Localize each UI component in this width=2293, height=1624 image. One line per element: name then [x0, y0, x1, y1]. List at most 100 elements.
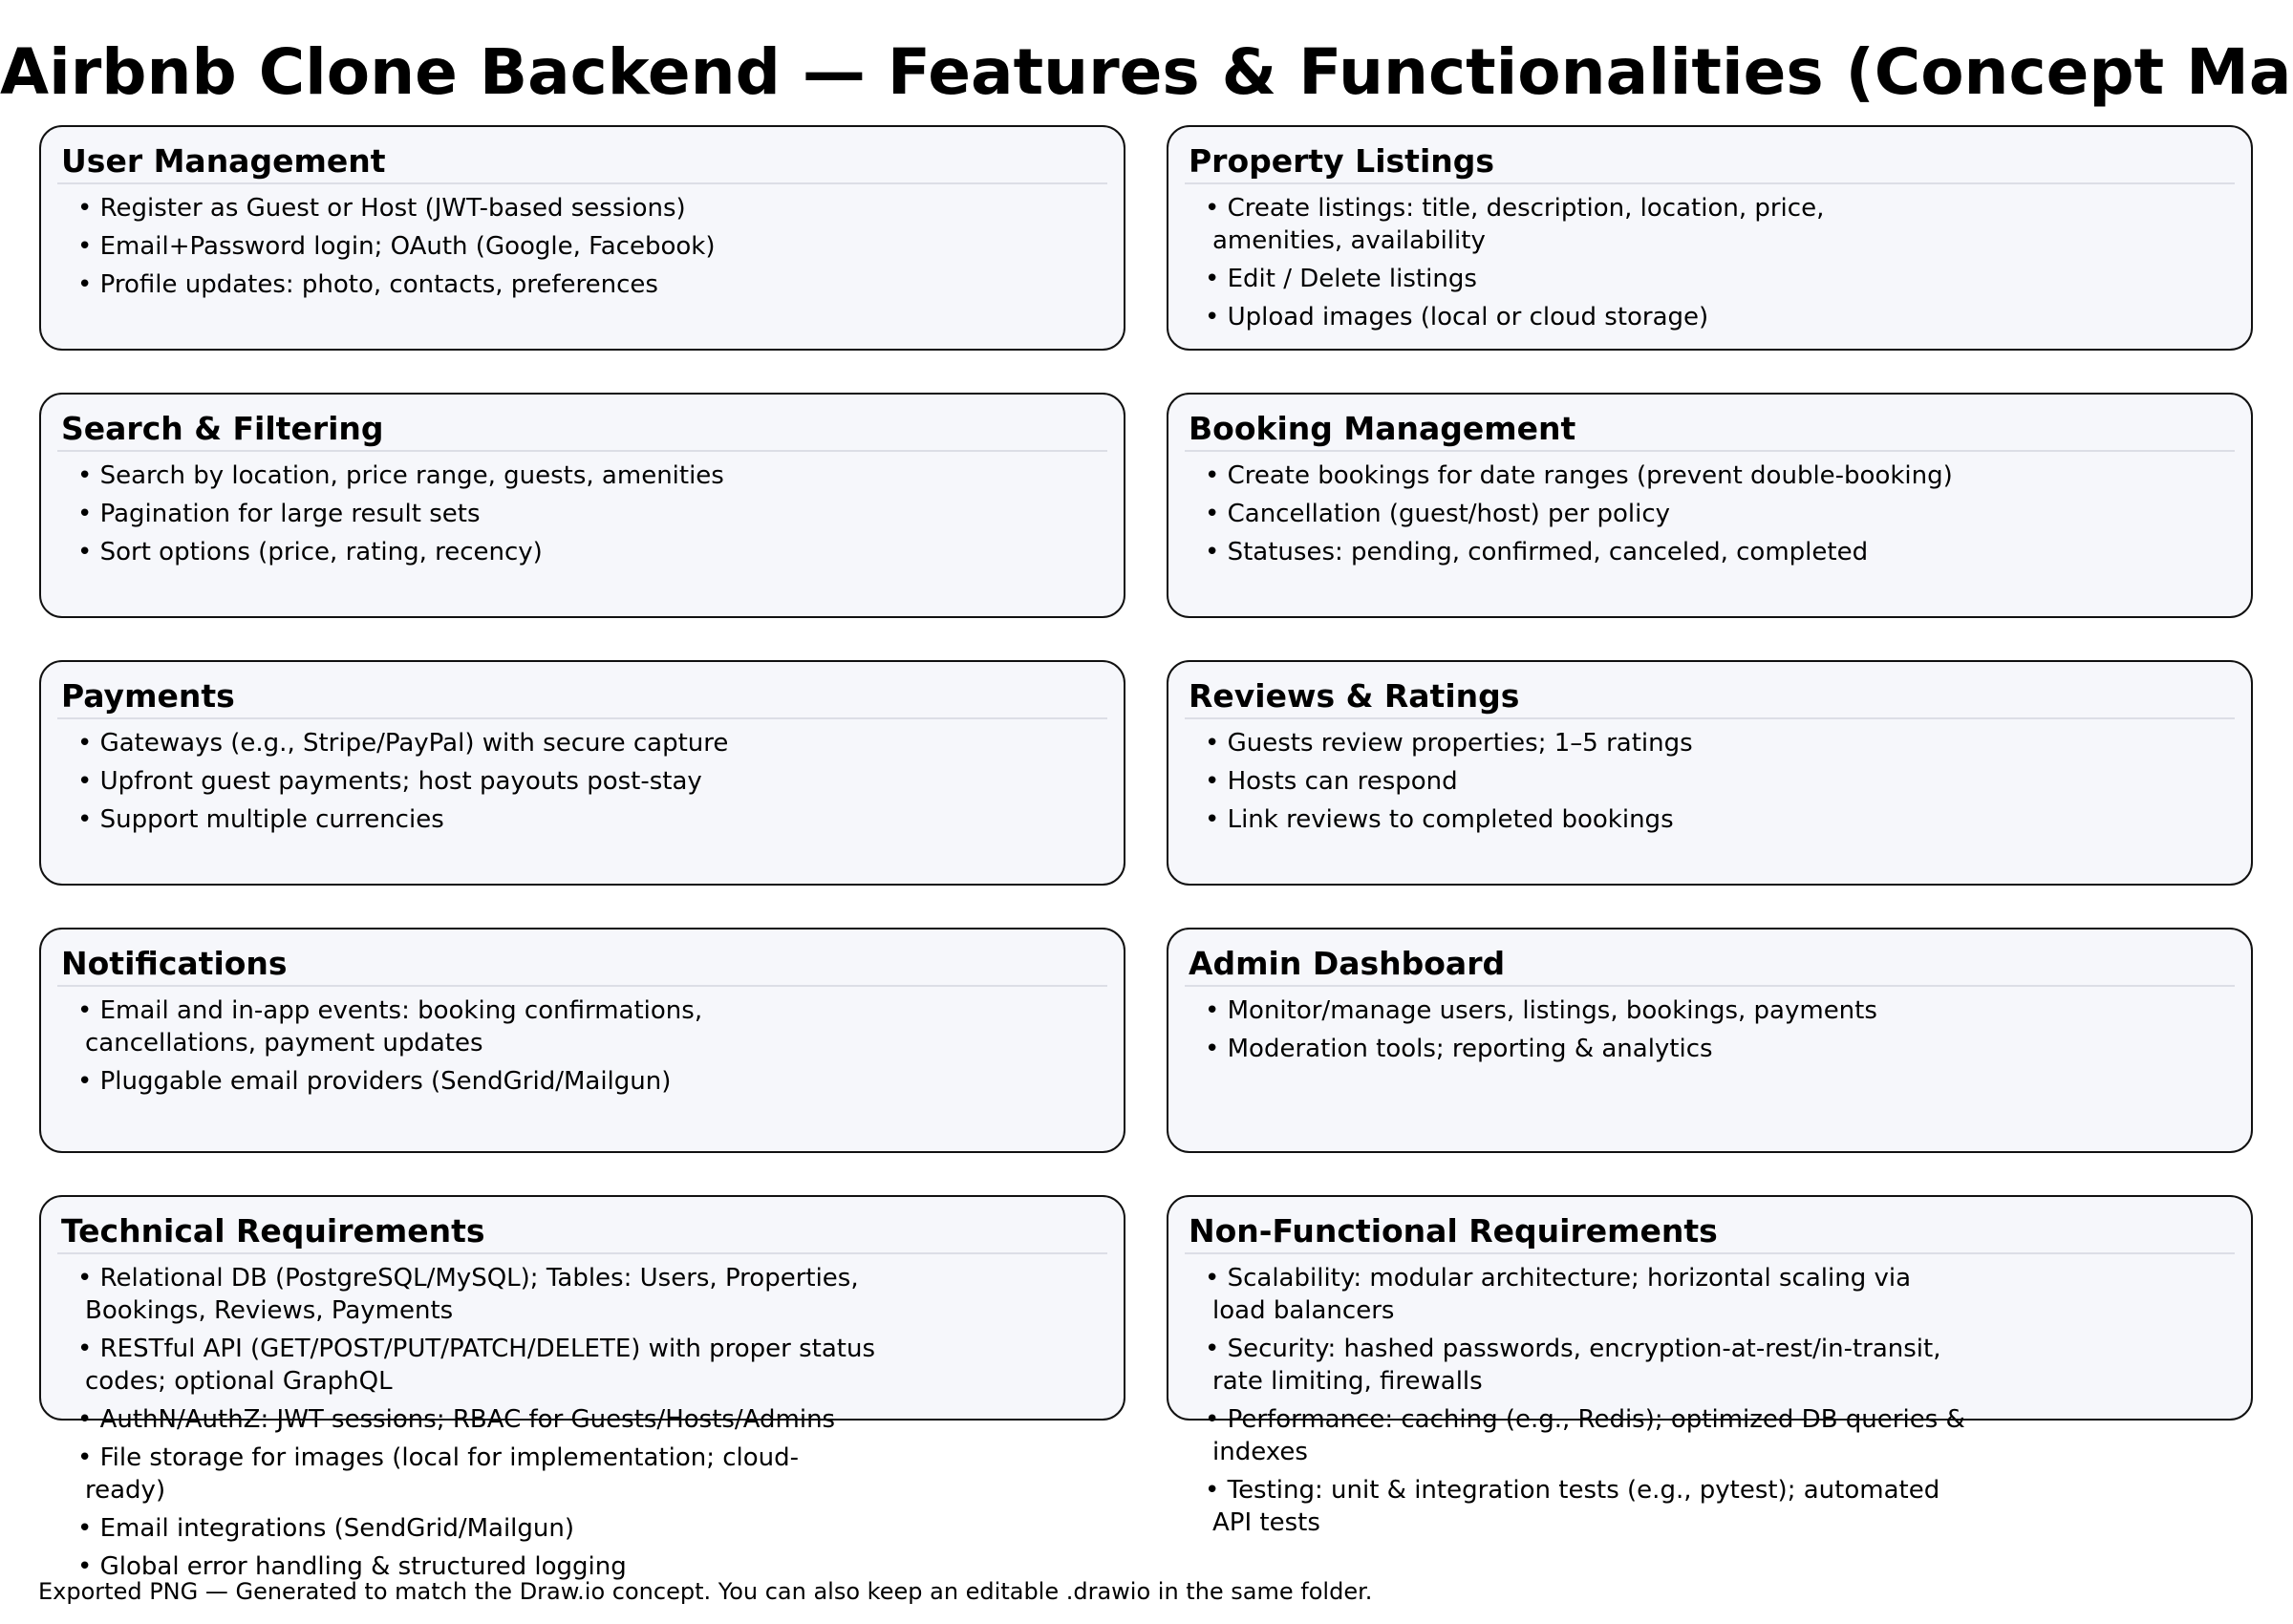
bullet-item: • Sort options (price, rating, recency): [77, 536, 724, 568]
card-booking-management: Booking Management • Create bookings for …: [1167, 393, 2253, 618]
bullet-text: • Monitor/manage users, listings, bookin…: [1205, 996, 1877, 1025]
card-divider: [57, 450, 1107, 452]
bullet-text: • Support multiple currencies: [77, 805, 444, 834]
bullet-text: • Edit / Delete listings: [1205, 265, 1477, 293]
bullet-text: • Create listings: title, description, l…: [1205, 194, 1825, 223]
bullet-item: • Search by location, price range, guest…: [77, 459, 724, 492]
card-title: Reviews & Ratings: [1189, 677, 1520, 715]
bullet-text-continued: amenities, availability: [1212, 226, 1486, 255]
bullet-text: • Upload images (local or cloud storage): [1205, 303, 1709, 331]
bullet-item: • Guests review properties; 1–5 ratings: [1205, 727, 1693, 759]
bullet-item: • Profile updates: photo, contacts, pref…: [77, 268, 715, 301]
card-non-functional-requirements: Non-Functional Requirements• Scalability…: [1167, 1195, 2253, 1537]
bullet-item: • Support multiple currencies: [77, 803, 728, 836]
bullet-item: • File storage for images (local for imp…: [77, 1442, 875, 1506]
card-divider: [1185, 450, 2235, 452]
bullet-list: • Relational DB (PostgreSQL/MySQL); Tabl…: [77, 1262, 875, 1589]
card-divider: [57, 1252, 1107, 1254]
card-title: Admin Dashboard: [1189, 945, 1506, 982]
bullet-item: • Create bookings for date ranges (preve…: [1205, 459, 1953, 492]
bullet-text-continued: API tests: [1212, 1508, 1320, 1537]
card-divider: [57, 182, 1107, 184]
bullet-item: • Moderation tools; reporting & analytic…: [1205, 1033, 1877, 1065]
bullet-item: • Create listings: title, description, l…: [1205, 192, 1824, 257]
bullet-text: • Global error handling & structured log…: [77, 1552, 627, 1581]
card-divider: [1185, 1252, 2235, 1254]
bullet-item: • Scalability: modular architecture; hor…: [1205, 1262, 1965, 1327]
card-property-listings: Property Listings • Create listings: titl…: [1167, 125, 2253, 351]
card-payments: Payments • Gateways (e.g., Stripe/PayPal)…: [39, 660, 1125, 886]
card-admin-dashboard: Admin Dashboard • Monitor/manage users, l…: [1167, 928, 2253, 1153]
bullet-text-continued: codes; optional GraphQL: [85, 1367, 393, 1396]
bullet-text: • Moderation tools; reporting & analytic…: [1205, 1035, 1713, 1063]
bullet-text: • Testing: unit & integration tests (e.g…: [1205, 1476, 1940, 1505]
bullet-item: • Performance: caching (e.g., Redis); op…: [1205, 1403, 1965, 1468]
bullet-text: • Gateways (e.g., Stripe/PayPal) with se…: [77, 729, 729, 758]
bullet-text-continued: ready): [85, 1476, 166, 1505]
bullet-text: • Scalability: modular architecture; hor…: [1205, 1264, 1912, 1293]
card-divider: [57, 985, 1107, 987]
card-title: Technical Requirements: [61, 1212, 485, 1250]
bullet-list: • Scalability: modular architecture; hor…: [1205, 1262, 1965, 1545]
bullet-text-continued: Bookings, Reviews, Payments: [85, 1296, 454, 1325]
bullet-item: • Testing: unit & integration tests (e.g…: [1205, 1474, 1965, 1539]
bullet-item: • Email and in-app events: booking confi…: [77, 994, 702, 1059]
card-technical-requirements: Technical Requirements • Relational DB (P…: [39, 1195, 1125, 1581]
card-title: Booking Management: [1189, 410, 1576, 447]
bullet-item: • Hosts can respond: [1205, 765, 1693, 798]
bullet-text: • Pagination for large result sets: [77, 500, 481, 528]
bullet-item: • Pluggable email providers (SendGrid/Ma…: [77, 1065, 702, 1098]
card-title: Payments: [61, 677, 235, 715]
bullet-item: • AuthN/AuthZ: JWT sessions; RBAC for Gu…: [77, 1403, 875, 1436]
bullet-item: • RESTful API (GET/POST/PUT/PATCH/DELETE…: [77, 1333, 875, 1398]
card-reviews-ratings: Reviews & Ratings • Guests review propert…: [1167, 660, 2253, 886]
bullet-text-continued: load balancers: [1212, 1296, 1395, 1325]
bullet-text: • Performance: caching (e.g., Redis); op…: [1205, 1405, 1965, 1434]
bullet-text: • Email integrations (SendGrid/Mailgun): [77, 1514, 574, 1543]
card-title: Search & Filtering: [61, 410, 384, 447]
bullet-item: • Email integrations (SendGrid/Mailgun): [77, 1512, 875, 1545]
bullet-text-continued: indexes: [1212, 1438, 1308, 1466]
bullet-list: • Create listings: title, description, l…: [1205, 192, 1824, 339]
bullet-text: • Pluggable email providers (SendGrid/Ma…: [77, 1067, 672, 1096]
bullet-list: • Gateways (e.g., Stripe/PayPal) with se…: [77, 727, 728, 842]
bullet-text: • Email and in-app events: booking confi…: [77, 996, 703, 1025]
bullet-item: • Upload images (local or cloud storage): [1205, 301, 1824, 333]
bullet-text: • Guests review properties; 1–5 ratings: [1205, 729, 1693, 758]
bullet-item: • Global error handling & structured log…: [77, 1550, 875, 1583]
bullet-list: • Monitor/manage users, listings, bookin…: [1205, 994, 1877, 1071]
bullet-text: • Register as Guest or Host (JWT-based s…: [77, 194, 686, 223]
bullet-text: • Link reviews to completed bookings: [1205, 805, 1674, 834]
bullet-list: • Guests review properties; 1–5 ratings •…: [1205, 727, 1693, 842]
bullet-text: • RESTful API (GET/POST/PUT/PATCH/DELETE…: [77, 1335, 875, 1363]
bullet-text: • Hosts can respond: [1205, 767, 1458, 796]
bullet-text: • Relational DB (PostgreSQL/MySQL); Tabl…: [77, 1264, 859, 1293]
footer-note: Exported PNG — Generated to match the Dr…: [38, 1578, 1373, 1605]
bullet-item: • Link reviews to completed bookings: [1205, 803, 1693, 836]
bullet-text: • AuthN/AuthZ: JWT sessions; RBAC for Gu…: [77, 1405, 836, 1434]
card-title: Property Listings: [1189, 142, 1495, 180]
bullet-text: • Upfront guest payments; host payouts p…: [77, 767, 702, 796]
bullet-item: • Monitor/manage users, listings, bookin…: [1205, 994, 1877, 1027]
card-divider: [1185, 717, 2235, 719]
bullet-text: • File storage for images (local for imp…: [77, 1443, 800, 1472]
bullet-text: • Email+Password login; OAuth (Google, F…: [77, 232, 716, 261]
bullet-text-continued: rate limiting, firewalls: [1212, 1367, 1483, 1396]
bullet-list: • Email and in-app events: booking confi…: [77, 994, 702, 1103]
card-user-management: User Management • Register as Guest or Ho…: [39, 125, 1125, 351]
card-divider: [1185, 985, 2235, 987]
bullet-text: • Statuses: pending, confirmed, canceled…: [1205, 538, 1869, 566]
bullet-text: • Sort options (price, rating, recency): [77, 538, 543, 566]
card-divider: [1185, 182, 2235, 184]
bullet-list: • Register as Guest or Host (JWT-based s…: [77, 192, 715, 307]
bullet-item: • Statuses: pending, confirmed, canceled…: [1205, 536, 1953, 568]
bullet-item: • Cancellation (guest/host) per policy: [1205, 498, 1953, 530]
diagram-title: Airbnb Clone Backend — Features & Functi…: [0, 35, 2293, 109]
bullet-text-continued: cancellations, payment updates: [85, 1029, 483, 1058]
bullet-text: • Create bookings for date ranges (preve…: [1205, 461, 1953, 490]
bullet-item: • Edit / Delete listings: [1205, 263, 1824, 295]
card-title: User Management: [61, 142, 386, 180]
bullet-text: • Search by location, price range, guest…: [77, 461, 724, 490]
bullet-item: • Email+Password login; OAuth (Google, F…: [77, 230, 715, 263]
card-notifications: Notifications• Email and in-app events: …: [39, 928, 1125, 1153]
